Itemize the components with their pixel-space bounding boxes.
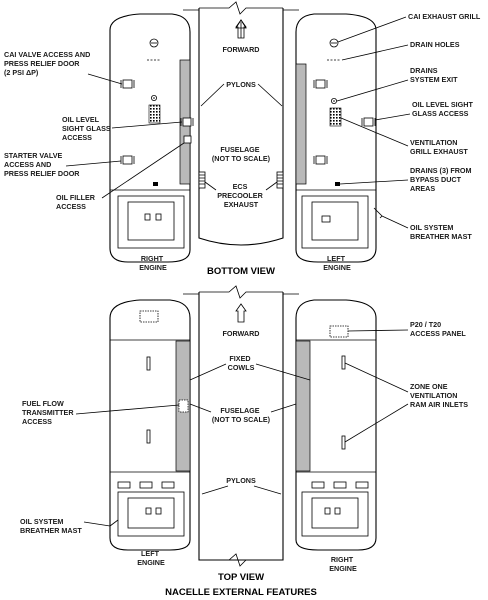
fuselage-top-view <box>183 285 299 567</box>
ecs-grill-left <box>198 171 206 189</box>
fuselage-bottom-view <box>183 1 299 246</box>
callout-breather-top: OIL SYSTEM BREATHER MAST <box>20 517 82 535</box>
right-engine-top <box>295 299 377 551</box>
bottom-view-caption: BOTTOM VIEW <box>207 266 275 277</box>
forward-label-bottom: FORWARD <box>223 45 260 54</box>
callout-fuel-flow: FUEL FLOW TRANSMITTER ACCESS <box>22 399 76 426</box>
diagram-title: NACELLE EXTERNAL FEATURES <box>165 587 317 598</box>
left-engine-top <box>109 299 191 551</box>
ecs-label: ECS PRECOOLER EXHAUST <box>217 182 265 209</box>
pylons-label-top: PYLONS <box>226 476 256 485</box>
callout-drains-exit: DRAINS SYSTEM EXIT <box>410 66 458 84</box>
fuselage-label-top: FUSELAGE (NOT TO SCALE) <box>212 406 271 424</box>
right-engine-label-top: RIGHT ENGINE <box>329 555 357 573</box>
right-engine-bottom <box>109 13 194 263</box>
callout-drain-holes: DRAIN HOLES <box>410 40 460 49</box>
callout-cai-exhaust: CAI EXHAUST GRILL <box>408 12 481 21</box>
right-engine-label-bottom: RIGHT ENGINE <box>139 254 167 272</box>
callout-p20-panel: P20 / T20 ACCESS PANEL <box>410 320 466 338</box>
left-engine-bottom <box>295 13 383 263</box>
forward-label-top: FORWARD <box>223 329 260 338</box>
fixed-cowls-label: FIXED COWLS <box>228 354 255 372</box>
callout-breather-left: OIL SYSTEM BREATHER MAST <box>410 223 472 241</box>
forward-arrow-bottom <box>235 19 247 39</box>
top-view-caption: TOP VIEW <box>218 572 264 583</box>
callout-ventilation-grill: VENTILATION GRILL EXHAUST <box>410 138 468 156</box>
fuselage-label-bottom: FUSELAGE (NOT TO SCALE) <box>212 145 271 163</box>
callout-cai-valve: CAI VALVE ACCESS AND PRESS RELIEF DOOR (… <box>4 50 92 77</box>
left-engine-label-top: LEFT ENGINE <box>137 549 165 567</box>
callout-oil-level-right: OIL LEVEL SIGHT GLASS ACCESS <box>62 115 113 142</box>
callout-drains-three: DRAINS (3) FROM BYPASS DUCT AREAS <box>410 166 474 193</box>
callout-zone-one: ZONE ONE VENTILATION RAM AIR INLETS <box>410 382 468 409</box>
left-engine-label-bottom: LEFT ENGINE <box>323 254 351 272</box>
forward-arrow-top <box>235 303 247 323</box>
callout-starter-valve: STARTER VALVE ACCESS AND PRESS RELIEF DO… <box>4 151 80 178</box>
callout-oil-level-left: OIL LEVEL SIGHT GLASS ACCESS <box>412 100 475 118</box>
callout-oil-filler: OIL FILLER ACCESS <box>56 193 97 211</box>
pylons-label-bottom: PYLONS <box>226 80 256 89</box>
ecs-grill-right <box>276 171 284 189</box>
